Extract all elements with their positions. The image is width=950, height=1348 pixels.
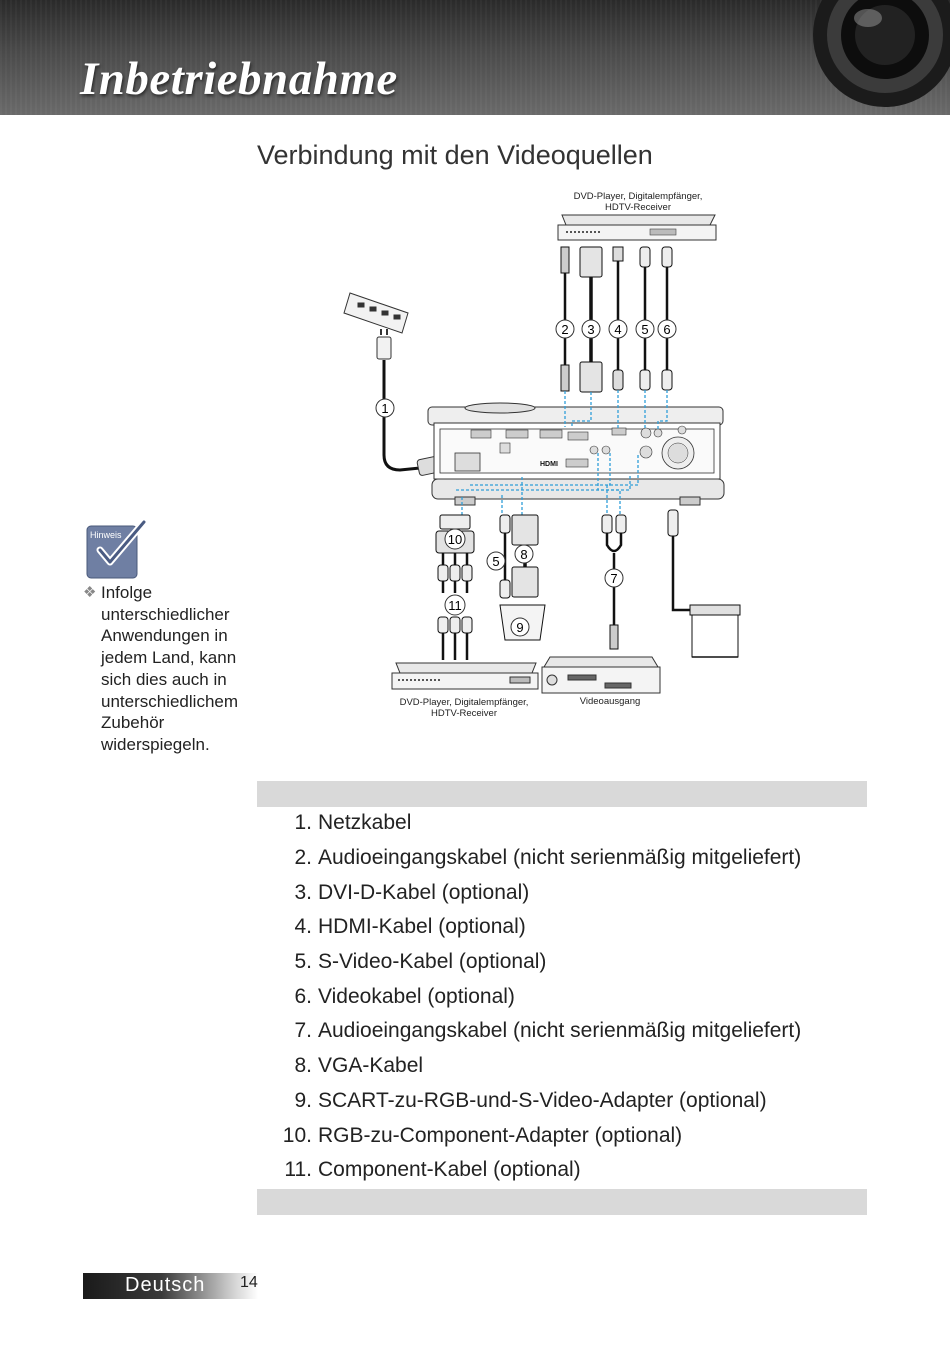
svg-text:8: 8 <box>520 547 527 562</box>
note-icon: Hinweis <box>86 518 148 579</box>
list-item: 9.SCART-zu-RGB-und-S-Video-Adapter (opti… <box>294 1088 767 1112</box>
callout-9: 9 <box>510 617 530 637</box>
header-texture <box>0 0 950 115</box>
callout-6: 6 <box>657 319 677 339</box>
list-item: 3.DVI-D-Kabel (optional) <box>294 880 530 904</box>
diamond-bullet-icon: ❖ <box>83 584 97 601</box>
list-item: 7.Audioeingangskabel (nicht serienmäßig … <box>294 1019 802 1043</box>
footer-language-tab: Deutsch <box>83 1273 258 1299</box>
bottom-left-device: DVD-Player, Digitalempfänger, HDTV-Recei… <box>391 662 539 719</box>
connector-guides <box>456 390 668 515</box>
callout-8: 8 <box>514 544 534 564</box>
list-item: 10.RGB-zu-Component-Adapter (optional) <box>282 1123 683 1147</box>
callout-5b: 5 <box>486 551 506 571</box>
svg-text:7: 7 <box>610 571 617 586</box>
svg-text:6: 6 <box>663 322 670 337</box>
top-device-label-1: DVD-Player, Digitalempfänger, <box>574 191 703 202</box>
svg-text:10: 10 <box>448 532 462 547</box>
cable-list: 1.Netzkabel 2.Audioeingangskabel (nicht … <box>270 806 801 1188</box>
top-device-label-2: HDTV-Receiver <box>605 202 671 213</box>
note-text: Infolge unterschiedlicher Anwendungen in… <box>101 583 239 754</box>
note-block: ❖ Infolge unterschiedlicher Anwendungen … <box>83 582 248 756</box>
list-item: 11.Component-Kabel (optional) <box>284 1158 581 1182</box>
svg-text:3: 3 <box>587 322 594 337</box>
list-item: 5.S-Video-Kabel (optional) <box>294 950 547 974</box>
callout-markers: 1 2 3 4 5 6 5 7 8 9 10 11 <box>375 319 677 637</box>
page-title: Inbetriebnahme <box>80 53 398 105</box>
svg-text:2: 2 <box>561 322 568 337</box>
page-header: Inbetriebnahme <box>0 0 950 115</box>
bottom-right-device-label: Videoausgang <box>580 696 641 707</box>
top-source-device: DVD-Player, Digitalempfänger, HDTV-Recei… <box>557 191 717 241</box>
power-strip <box>343 292 450 476</box>
bottom-right-device: Videoausgang <box>541 656 661 707</box>
page-number: 14 <box>240 1274 258 1291</box>
callout-10: 10 <box>444 528 466 550</box>
section-title: Verbindung mit den Videoquellen <box>257 140 653 170</box>
callout-7: 7 <box>604 568 624 588</box>
callout-4: 4 <box>608 319 628 339</box>
svg-text:HDMI: HDMI <box>540 461 558 468</box>
list-item: 1.Netzkabel <box>294 811 412 835</box>
svg-text:9: 9 <box>516 620 523 635</box>
list-item: 4.HDMI-Kabel (optional) <box>294 915 526 939</box>
callout-11: 11 <box>444 594 466 616</box>
list-top-bar <box>257 781 867 807</box>
svg-text:5: 5 <box>492 554 499 569</box>
audio-cable <box>601 514 627 650</box>
projector-lens-icon <box>813 0 950 107</box>
note-icon-label: Hinweis <box>90 530 122 540</box>
list-item: 8.VGA-Kabel <box>294 1054 424 1078</box>
svg-text:11: 11 <box>448 598 462 613</box>
callout-2: 2 <box>555 319 575 339</box>
list-item: 2.Audioeingangskabel (nicht serienmäßig … <box>294 846 802 870</box>
footer-language: Deutsch <box>125 1274 206 1296</box>
list-item: 6.Videokabel (optional) <box>294 984 515 1008</box>
bottom-left-device-label-2: HDTV-Receiver <box>431 708 497 719</box>
svg-text:5: 5 <box>641 322 648 337</box>
bottom-left-device-label-1: DVD-Player, Digitalempfänger, <box>400 697 529 708</box>
svg-text:4: 4 <box>614 322 621 337</box>
callout-3: 3 <box>581 319 601 339</box>
callout-5: 5 <box>635 319 655 339</box>
screen-trigger <box>667 509 741 658</box>
top-cables <box>560 246 673 393</box>
list-bottom-bar <box>257 1189 867 1215</box>
connection-diagram: DVD-Player, Digitalempfänger, HDTV-Recei… <box>343 191 741 719</box>
callout-1: 1 <box>375 398 395 418</box>
svg-text:1: 1 <box>381 401 388 416</box>
projector: HDMI <box>427 402 725 506</box>
